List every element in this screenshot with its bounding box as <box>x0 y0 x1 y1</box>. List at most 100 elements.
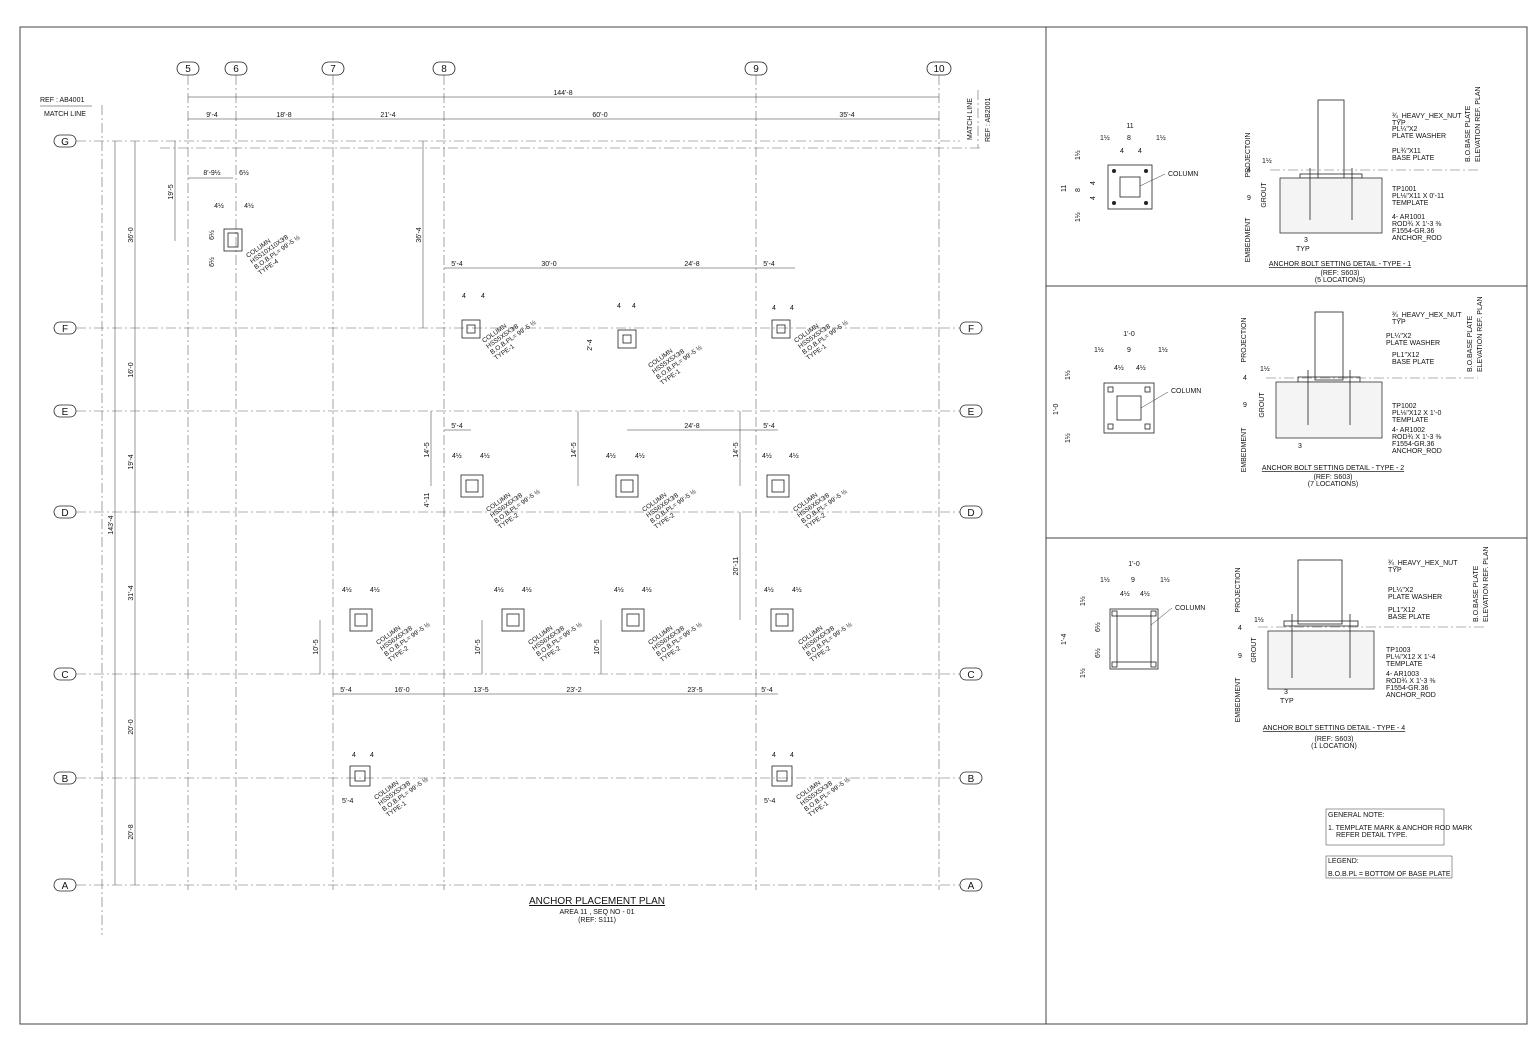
plan-sub-1: AREA 11 , SEQ NO - 01 <box>560 909 635 916</box>
d1-dim-1-5d: 1½ <box>1074 212 1082 222</box>
d1-washer-1: PL¼"X2 <box>1392 126 1418 133</box>
dim-e-5-4b: 5'-4 <box>763 423 775 430</box>
d2-nut-2: TYP <box>1392 319 1406 326</box>
d2-column <box>1116 395 1142 421</box>
d3-dim-6-5a: 6½ <box>1094 622 1102 632</box>
b7-dim-b: 4 <box>370 752 374 759</box>
col-bubble-8 <box>432 61 456 76</box>
row-bubble-B <box>53 771 77 785</box>
d3-ref: (REF: S603) <box>1315 736 1354 743</box>
col-label-10: 10 <box>933 64 945 75</box>
callout-d-mid: COLUMN HSS6X6X3⁄8 B.O.B.PL= 99'-5 ½ TYPE… <box>641 487 698 531</box>
overall-y-dim: 143'-4 <box>108 515 115 534</box>
d3-elev-2: ELEVATION REF. PLAN <box>1483 546 1490 622</box>
general-note-box <box>1325 808 1445 846</box>
callout-c7: COLUMN HSS6X6X3⁄8 B.O.B.PL= 99'-5 ½ TYPE… <box>375 620 432 664</box>
ref-right: REF : AB2001 <box>985 98 992 142</box>
d8-dim-a: 4½ <box>452 452 462 460</box>
row-label-C-right: C <box>967 670 974 681</box>
callout-f-mid: COLUMN HSS5X5X3⁄8 B.O.B.PL= 99'-5 ½ TYPE… <box>647 343 704 387</box>
d2-column-elev <box>1314 311 1344 381</box>
legend-1: B.O.B.PL = BOTTOM OF BASE PLATE <box>1328 871 1451 878</box>
d2-dim-4-5a: 4½ <box>1114 364 1124 372</box>
d1-base-1: PL¾"X11 <box>1392 148 1421 155</box>
d3-loc: (1 LOCATION) <box>1311 743 1357 750</box>
d3-rod-4: ANCHOR_ROD <box>1386 692 1436 699</box>
row-label-A: A <box>62 881 69 892</box>
dim-6-half-v1: 6½ <box>208 230 216 240</box>
c7-dim-b: 4½ <box>370 586 380 594</box>
d3-dim-9: 9 <box>1131 577 1135 584</box>
bay-y-dim-4: 31'-4 <box>128 585 135 600</box>
d2-bolt-1 <box>1107 386 1114 393</box>
b7-dim-54: 5'-4 <box>342 798 354 805</box>
d1-projection: PROJECTOIN <box>1245 133 1252 178</box>
d2-dim-1-0: 1'-0 <box>1123 331 1135 338</box>
d1-bolt-1 <box>1112 169 1116 173</box>
c9-dim-a: 4½ <box>764 586 774 594</box>
row-bubbles-left: G F E D C B A <box>53 134 77 892</box>
d2-base-2: BASE PLATE <box>1392 359 1435 366</box>
c7-dim-a: 4½ <box>342 586 352 594</box>
dim-6-half: 6½ <box>239 169 249 177</box>
row-bubble-D <box>53 505 77 519</box>
plate-b9-col <box>776 770 788 782</box>
dim-6-half-v2: 6½ <box>208 257 216 267</box>
d1-bolt-3 <box>1112 201 1116 205</box>
dim-8-9: 8'-9½ <box>203 169 220 177</box>
row-f-dims: 36'-4 5'-4 30'-0 24'-8 5'-4 2'-4 <box>416 141 795 351</box>
d1-elev-1: B.O.BASE PLATE <box>1465 105 1472 162</box>
d2-washer-1: PL¼"X2 <box>1386 333 1412 340</box>
d3-bolt-3 <box>1111 661 1118 668</box>
f9-dim-a: 4 <box>772 305 776 312</box>
column-section-t4 <box>227 232 239 248</box>
bay-x-dim-2: 18'-8 <box>276 112 291 119</box>
plate-d8 <box>460 474 484 498</box>
dmid-dim-a: 4½ <box>606 452 616 460</box>
bay-y-dim-3: 19'-4 <box>128 454 135 469</box>
dim-c-16-0: 16'-0 <box>394 687 409 694</box>
d3-dim-4-5a: 4½ <box>1120 590 1130 598</box>
d2-num-9: 9 <box>1243 402 1247 409</box>
dim-c-23-2: 23'-2 <box>566 687 581 694</box>
bay-y-dim-5: 20'-0 <box>128 719 135 734</box>
d2-washer-2: PLATE WASHER <box>1386 340 1440 347</box>
d3-tp-3: TEMPLATE <box>1386 661 1423 668</box>
row-bubble-D-right <box>959 505 983 519</box>
d2-rod-1: 4- AR1002 <box>1392 427 1425 434</box>
plate-d9 <box>766 474 790 498</box>
d2-base-plate <box>1103 382 1155 434</box>
row-bubble-A <box>53 878 77 892</box>
bay-y-dim-1: 36'-0 <box>128 227 135 242</box>
d3-projection: PROJECTION <box>1235 567 1242 612</box>
row-bubble-E <box>53 404 77 418</box>
d2-dim-4-5b: 4½ <box>1136 364 1146 372</box>
d1-dim-8v: 8 <box>1075 188 1082 192</box>
d2-dim-1-5c: 1½ <box>1064 370 1072 380</box>
d2-dim-1-0v: 1'-0 <box>1053 403 1060 415</box>
column-bubbles: 5 6 7 8 9 10 <box>176 61 952 76</box>
d2-grout: GROUT <box>1259 392 1266 418</box>
general-note-2: REFER DETAIL TYPE. <box>1336 832 1407 839</box>
bay-x-dim-3: 21'-4 <box>380 112 395 119</box>
fmid-dim-b: 4 <box>632 303 636 310</box>
detail-type-4: 1'-0 1½ 9 1½ 4½ 4½ 1'-4 6½ 6½ 1½ 1½ COLU… <box>1061 546 1490 750</box>
plate-c7 <box>349 608 373 632</box>
d8-dim-b: 4½ <box>480 452 490 460</box>
d2-dim-1-5a: 1½ <box>1094 346 1104 354</box>
dim-14-5c: 14'-5 <box>733 442 740 457</box>
d3-pedestal <box>1267 630 1375 690</box>
d3-grout: GROUT <box>1251 637 1258 663</box>
row-label-E-right: E <box>968 407 975 418</box>
b7-dim-a: 4 <box>352 752 356 759</box>
d2-tp-1: TP1002 <box>1392 403 1417 410</box>
dim-f-5-4b: 5'-4 <box>763 261 775 268</box>
d2-bolt-4 <box>1144 423 1151 430</box>
d1-base-plate-elev <box>1299 173 1363 179</box>
d1-rod-2: ROD¾ X 1'-3 ⅜ <box>1392 221 1441 228</box>
d3-nut-1: ¾_HEAVY_HEX_NUT <box>1388 560 1458 567</box>
row-bubble-B-right <box>959 771 983 785</box>
plate-c-mid2-col <box>626 613 640 627</box>
bay-y-dim-6: 20'-8 <box>128 824 135 839</box>
d3-num-1-5: 1½ <box>1254 616 1264 624</box>
